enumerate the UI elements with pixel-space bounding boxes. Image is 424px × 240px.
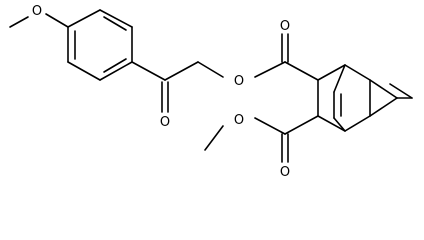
atom-label-o-methoxy: O (32, 4, 42, 19)
atom-label-o-ester-2: O (234, 113, 244, 128)
atom-label-o-carbonyl-lower: O (280, 165, 290, 180)
ketone-linker: O O (131, 61, 286, 130)
atom-label-o-ketone: O (160, 115, 170, 130)
methoxy-group: O (9, 4, 69, 28)
chemical-structure-diagram: O O O O (9, 4, 413, 180)
ester-carbonyl-upper: O (280, 19, 319, 81)
benzene-ring (67, 9, 133, 81)
atom-label-o-carbonyl-upper: O (280, 19, 290, 34)
methyl-ester-lower: O O (204, 113, 319, 180)
atom-label-o-ester-1: O (234, 74, 244, 89)
tricyclic-core (317, 64, 413, 132)
